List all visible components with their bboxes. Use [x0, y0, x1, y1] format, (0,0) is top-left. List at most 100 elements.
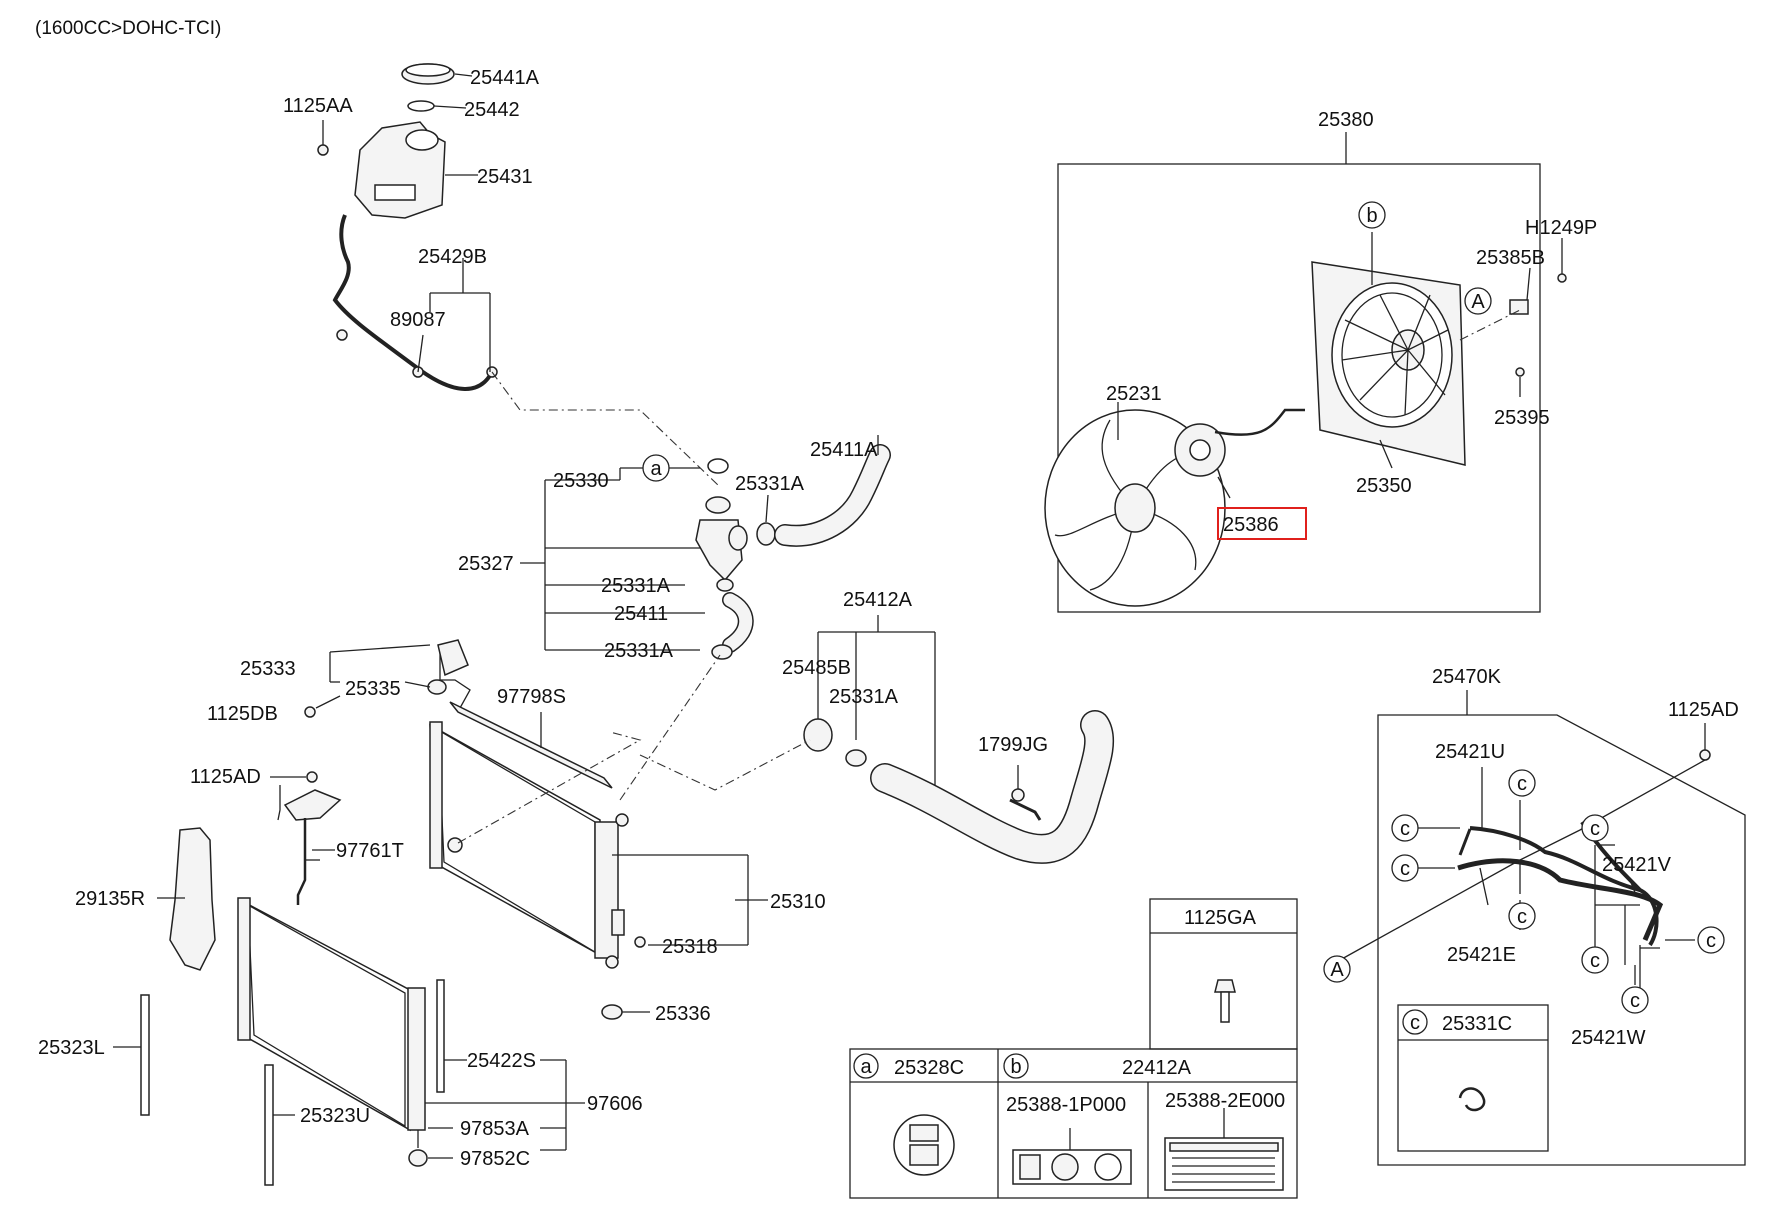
- cap-97852C[interactable]: [408, 1149, 428, 1167]
- callout-25385B: 25385B: [1476, 247, 1545, 269]
- fan-resistor-25385B[interactable]: [1509, 299, 1529, 315]
- marker-A-text: A: [1471, 291, 1485, 313]
- cap-seal-25442[interactable]: [407, 100, 435, 112]
- label-table-sub-1: 25388-1P000: [1006, 1094, 1126, 1116]
- callout-25350: 25350: [1356, 475, 1412, 497]
- clip-1799JG[interactable]: [1011, 788, 1025, 802]
- marker-c-text-5: c: [1590, 818, 1600, 840]
- label-table-header-b: 22412A: [1122, 1057, 1192, 1079]
- callout-25330: 25330: [553, 470, 609, 492]
- marker-c-2: [1391, 814, 1419, 842]
- callout-25422S: 25422S: [467, 1050, 536, 1072]
- callout-25429B: 25429B: [418, 246, 487, 268]
- callout-25441A: 25441A: [470, 67, 540, 89]
- strip-25323U[interactable]: [264, 1064, 274, 1186]
- clip-box-header: 25331C: [1442, 1013, 1512, 1035]
- label-table-marker-b: b: [1010, 1056, 1021, 1078]
- label-table-marker-a: a: [860, 1056, 872, 1078]
- callout-25336: 25336: [655, 1003, 711, 1025]
- clip-box-frame: [1397, 1004, 1549, 1152]
- clamp-25331A-low[interactable]: [711, 644, 733, 660]
- callout-89087: 89087: [390, 309, 446, 331]
- mount-25336[interactable]: [601, 1004, 623, 1020]
- reservoir-hose: [332, 214, 494, 391]
- radiator-group: [304, 639, 768, 1020]
- bolt-1125AD-left[interactable]: [306, 771, 318, 783]
- callout-25331A-1: 25331A: [735, 473, 805, 495]
- hose-clamp-89087[interactable]: [336, 329, 348, 341]
- mount-25335[interactable]: [427, 679, 447, 695]
- fan-assembly-box: [1057, 163, 1541, 613]
- marker-A-hose: [1323, 955, 1351, 983]
- clamp-25331A-mid[interactable]: [716, 578, 734, 592]
- callout-25412A: 25412A: [843, 589, 913, 611]
- label-table-sub-2: 25388-2E000: [1165, 1090, 1285, 1112]
- marker-c-text-2: c: [1400, 818, 1410, 840]
- air-guard-29135R[interactable]: [169, 827, 216, 971]
- callout-25485B: 25485B: [782, 657, 851, 679]
- callout-97606: 97606: [587, 1093, 643, 1115]
- atf-hose-box: [1377, 714, 1746, 1166]
- callout-25411A: 25411A: [810, 439, 878, 461]
- marker-c-5: [1581, 814, 1609, 842]
- callout-25411: 25411: [614, 603, 668, 625]
- callout-25380: 25380: [1318, 109, 1374, 131]
- callout-97852C: 97852C: [460, 1148, 530, 1170]
- atf-hose-group: [1323, 690, 1746, 1166]
- clip-box-marker: c: [1410, 1012, 1420, 1034]
- screw-25395[interactable]: [1515, 367, 1525, 377]
- filler-neck-group: [520, 435, 891, 660]
- callout-25470K: 25470K: [1432, 666, 1502, 688]
- callout-25333: 25333: [240, 658, 296, 680]
- bolt-1125AA[interactable]: [317, 144, 329, 156]
- callout-29135R: 29135R: [75, 888, 145, 910]
- callout-25335: 25335: [345, 678, 401, 700]
- bolt-H1249P[interactable]: [1557, 273, 1567, 283]
- callout-25323U: 25323U: [300, 1105, 370, 1127]
- callout-25421V: 25421V: [1602, 854, 1672, 876]
- callout-25310: 25310: [770, 891, 826, 913]
- marker-b-shroud: [1358, 201, 1386, 229]
- seal-strip-97798S[interactable]: [449, 701, 613, 789]
- bolt-1125AD-right[interactable]: [1699, 749, 1711, 761]
- callout-25431: 25431: [477, 166, 533, 188]
- marker-c-8: [1621, 986, 1649, 1014]
- callout-H1249P: H1249P: [1525, 217, 1597, 239]
- callout-25323L: 25323L: [38, 1037, 105, 1059]
- clip-25331C-icon: [1458, 1087, 1486, 1112]
- marker-c-text-3: c: [1400, 858, 1410, 880]
- clamp-25331A-top[interactable]: [756, 522, 776, 546]
- marker-c-3: [1391, 854, 1419, 882]
- callout-25395: 25395: [1494, 407, 1550, 429]
- callout-25231: 25231: [1106, 383, 1162, 405]
- bolt-1125GA-icon: [1214, 979, 1236, 993]
- bolt-1125DB[interactable]: [304, 706, 316, 718]
- clamp-25331A-lower[interactable]: [845, 749, 867, 767]
- callout-1125AD-1: 1125AD: [190, 766, 261, 788]
- callout-25386[interactable]: 25386: [1223, 514, 1279, 536]
- callout-25331A-4: 25331A: [829, 686, 899, 708]
- callout-25318: 25318: [662, 936, 718, 958]
- marker-c-1: [1508, 769, 1536, 797]
- marker-c-text-6: c: [1590, 950, 1600, 972]
- bracket-25333[interactable]: [437, 639, 469, 677]
- strip-25422S[interactable]: [436, 979, 445, 1093]
- callout-1125DB: 1125DB: [207, 703, 278, 725]
- strip-25323L[interactable]: [140, 994, 150, 1116]
- callout-25442: 25442: [464, 99, 520, 121]
- reservoir-group: [317, 63, 498, 391]
- callout-25421W: 25421W: [1571, 1027, 1646, 1049]
- drain-plug-25318[interactable]: [634, 936, 646, 948]
- callout-1125AD-2: 1125AD: [1668, 699, 1739, 721]
- marker-b-text: b: [1366, 205, 1377, 227]
- label-table-header-a: 25328C: [894, 1057, 964, 1079]
- marker-A-shroud: [1464, 287, 1492, 315]
- hose-fitting-25485B[interactable]: [803, 718, 833, 752]
- callout-1799JG: 1799JG: [978, 734, 1048, 756]
- callout-97761T: 97761T: [336, 840, 404, 862]
- marker-c-text-1: c: [1517, 773, 1527, 795]
- callout-25327: 25327: [458, 553, 514, 575]
- marker-c-7: [1697, 926, 1725, 954]
- fan-assembly-group: [1044, 132, 1567, 613]
- callout-97853A: 97853A: [460, 1118, 530, 1140]
